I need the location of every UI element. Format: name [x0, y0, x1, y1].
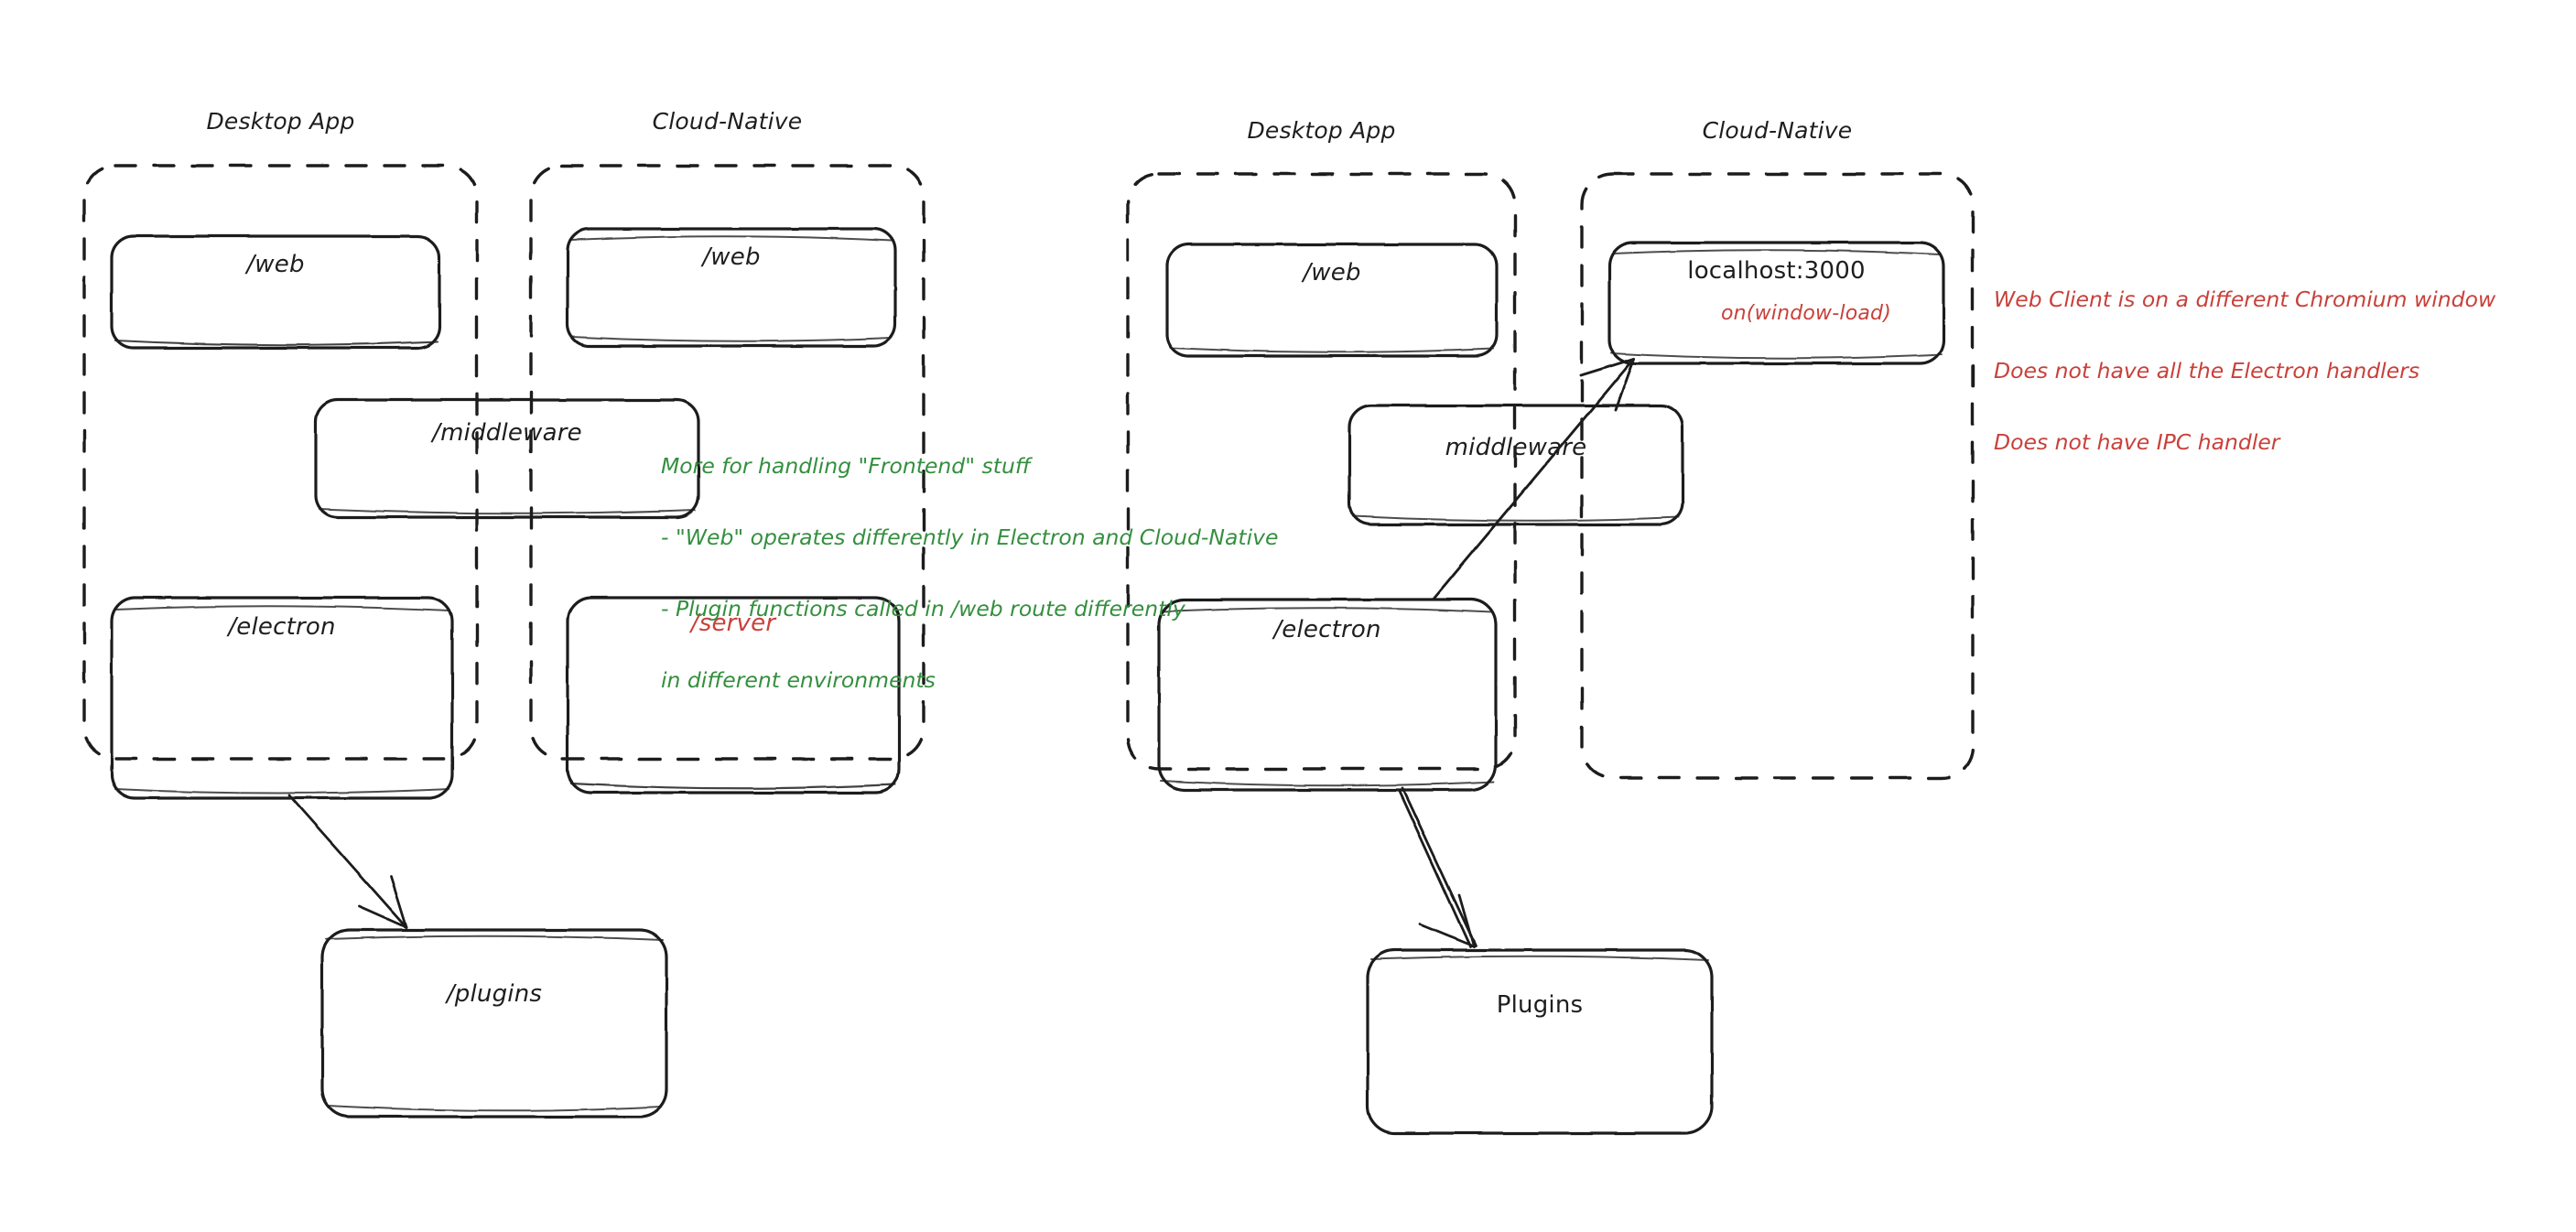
box-label-web-cloud-left: /web: [702, 243, 761, 271]
shape-middleware-right[interactable]: [1349, 405, 1683, 524]
note-green-line-3: - Plugin functions called in /web route …: [661, 596, 1185, 621]
box-sublabel-on-window-load: on(window-load): [1721, 302, 1891, 325]
box-label-web-desktop-right: /web: [1303, 259, 1361, 286]
shape-middleware-left[interactable]: [316, 400, 698, 517]
group-title-cloud-native-right: Cloud-Native: [1702, 117, 1853, 144]
box-label-electron-right: /electron: [1273, 616, 1381, 643]
shape-electron-left[interactable]: [112, 598, 452, 798]
box-label-middleware-right: middleware: [1445, 434, 1587, 461]
group-title-desktop-app-left: Desktop App: [206, 108, 355, 135]
arrow-electron-to-plugins-left: [287, 794, 408, 929]
shape-server-left[interactable]: [568, 598, 899, 793]
note-green-line-1: More for handling "Frontend" stuff: [661, 453, 1031, 479]
shape-localhost-right[interactable]: [1609, 243, 1943, 363]
shape-web-desktop-left[interactable]: [112, 236, 439, 348]
box-label-plugins-left: /plugins: [446, 980, 543, 1008]
shape-plugins-left[interactable]: [322, 930, 666, 1117]
box-label-middleware-left: /middleware: [432, 419, 582, 447]
group-title-cloud-native-left: Cloud-Native: [652, 108, 803, 135]
shape-plugins-right[interactable]: [1368, 950, 1712, 1133]
shape-web-desktop-right[interactable]: [1167, 244, 1497, 356]
note-red-line-1: Web Client is on a different Chromium wi…: [1994, 286, 2496, 312]
shape-electron-right[interactable]: [1159, 600, 1496, 790]
note-red-line-3: Does not have IPC handler: [1994, 429, 2280, 455]
box-label-plugins-right: Plugins: [1496, 991, 1584, 1019]
note-green-frontend: More for handling "Frontend" stuff - "We…: [661, 406, 1279, 740]
group-title-desktop-app-right: Desktop App: [1247, 117, 1396, 144]
note-red-web-client: Web Client is on a different Chromium wi…: [1994, 240, 2495, 502]
box-label-electron-left: /electron: [228, 613, 336, 641]
box-label-web-desktop-left: /web: [246, 251, 305, 278]
note-red-line-2: Does not have all the Electron handlers: [1994, 358, 2420, 384]
shape-web-cloud-left[interactable]: [568, 229, 895, 346]
note-green-line-4: in different environments: [661, 667, 936, 693]
box-label-localhost-right: localhost:3000: [1687, 257, 1866, 285]
box-label-server-left: /server: [690, 610, 776, 637]
arrow-electron-to-plugins-right: [1397, 786, 1477, 948]
note-green-line-2: - "Web" operates differently in Electron…: [661, 524, 1279, 550]
